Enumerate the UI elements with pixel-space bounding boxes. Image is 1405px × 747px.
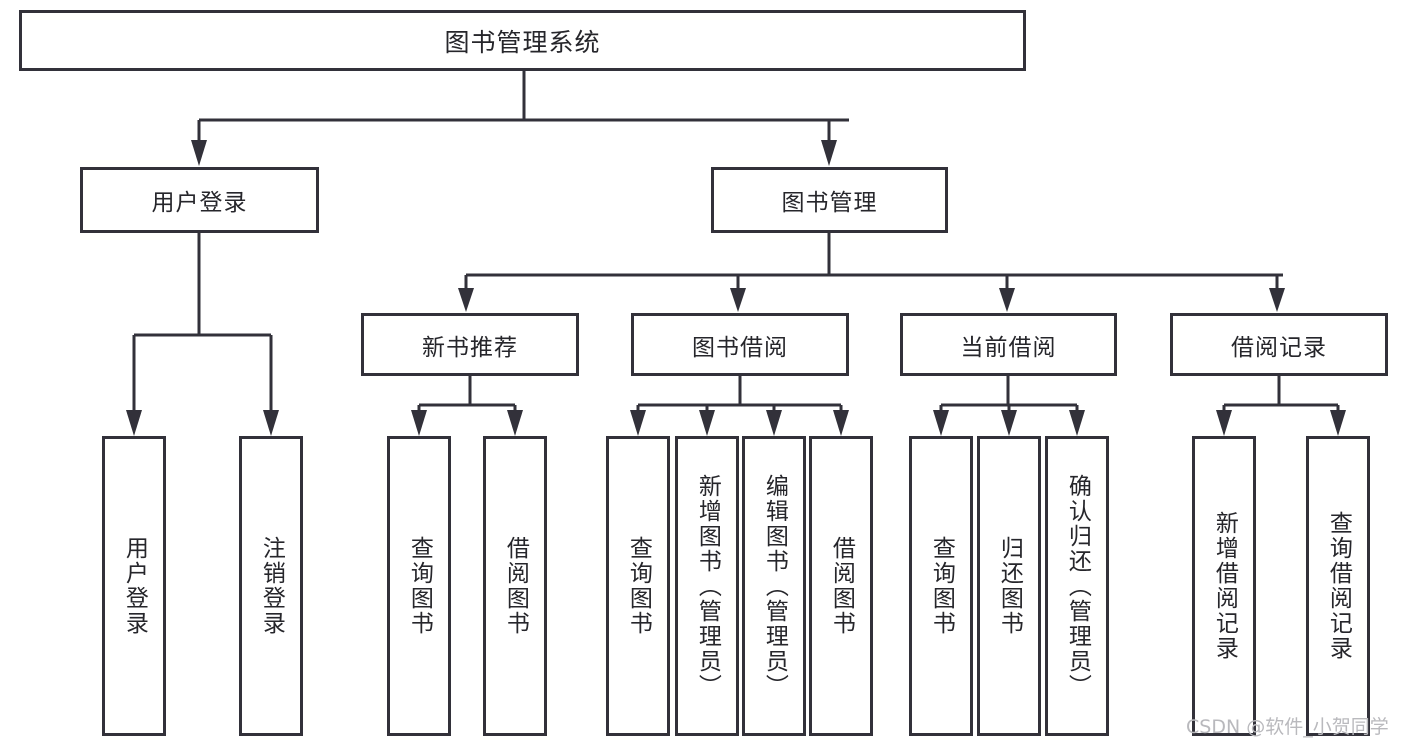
arrowhead-currentborrow-leaf-2 [1001,410,1017,436]
arrowhead-bookborrow-leaf-3 [766,410,782,436]
leaf-box-logout[interactable] [239,436,303,736]
node-box-book-borrow[interactable] [631,313,849,376]
node-box-user-login[interactable] [80,167,319,233]
leaf-box-borrow-book[interactable] [809,436,873,736]
arrowhead-current-borrow [999,288,1015,312]
arrowhead-currentborrow-leaf-1 [933,410,949,436]
arrowhead-currentborrow-leaf-3 [1069,410,1085,436]
node-box-book-manage[interactable] [711,167,948,233]
leaf-box-edit-book-admin[interactable] [742,436,806,736]
arrowhead-book-manage [821,140,837,166]
leaf-box-return-book[interactable] [977,436,1041,736]
leaf-box-query-book-current[interactable] [909,436,973,736]
leaf-box-query-book-recommend[interactable] [387,436,451,736]
arrowhead-newbook-leaf-1 [411,410,427,436]
arrowhead-bookborrow-leaf-4 [833,410,849,436]
node-box-current-borrow[interactable] [900,313,1117,376]
arrowhead-new-book [458,288,474,312]
arrowhead-book-borrow [730,288,746,312]
arrowhead-bookborrow-leaf-2 [699,410,715,436]
node-box-new-book-recommend[interactable] [361,313,579,376]
arrowhead-leaf-logout [263,410,279,436]
node-box-root[interactable] [19,10,1026,71]
node-box-borrow-record[interactable] [1170,313,1388,376]
arrowhead-newbook-leaf-2 [507,410,523,436]
arrowhead-borrowrecord-leaf-1 [1216,410,1232,436]
arrowhead-borrow-record [1269,288,1285,312]
leaf-box-user-login[interactable] [102,436,166,736]
leaf-box-add-book-admin[interactable] [675,436,739,736]
leaf-box-confirm-return-admin[interactable] [1045,436,1109,736]
leaf-box-query-borrow-record[interactable] [1306,436,1370,736]
arrowhead-bookborrow-leaf-1 [630,410,646,436]
leaf-box-query-book-borrow[interactable] [606,436,670,736]
leaf-box-borrow-book-recommend[interactable] [483,436,547,736]
arrowhead-borrowrecord-leaf-2 [1330,410,1346,436]
arrowhead-user-login [191,140,207,166]
leaf-box-add-borrow-record[interactable] [1192,436,1256,736]
arrowhead-leaf-user-login [126,410,142,436]
